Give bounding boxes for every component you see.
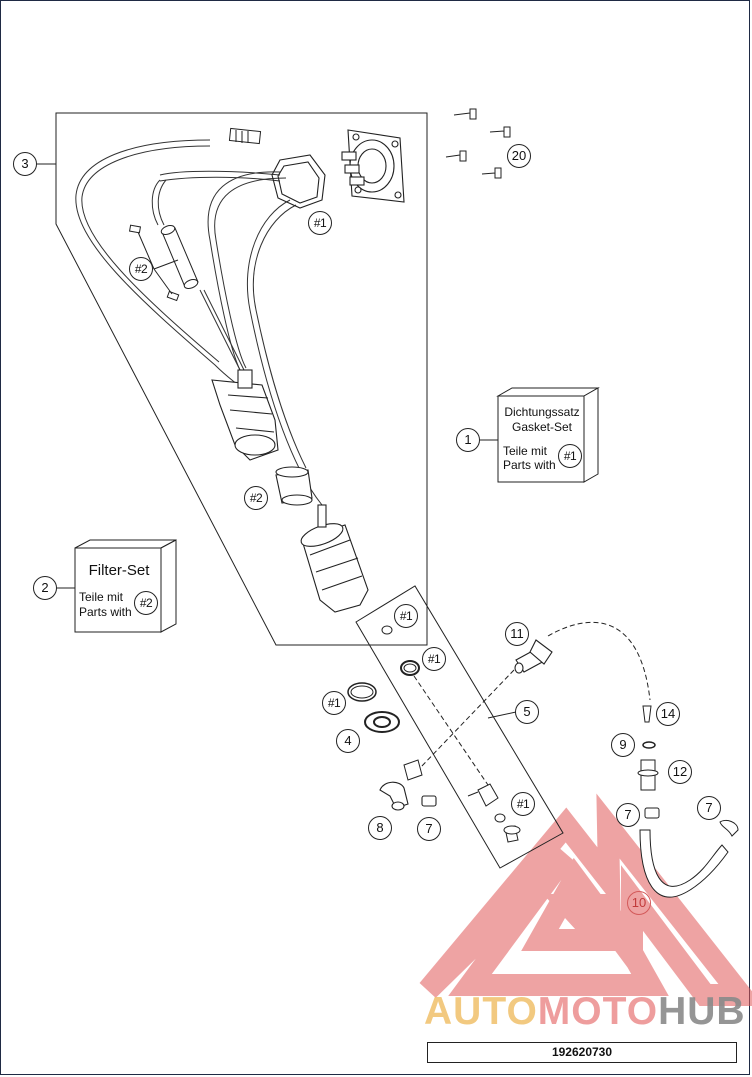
pump-assembly xyxy=(211,369,279,461)
filter-parts-en: Parts with xyxy=(79,605,132,619)
bolts xyxy=(445,108,511,179)
watermark-part3: HUB xyxy=(658,990,746,1033)
vent-parts xyxy=(637,705,739,898)
filter-box-ref: #2 xyxy=(134,591,158,615)
watermark-part1: AUTO xyxy=(424,990,538,1033)
callout-5: 5 xyxy=(515,700,539,724)
filter-parts xyxy=(128,224,199,302)
callout-7-right: 7 xyxy=(697,796,721,820)
callout-gasket-ref: #1 xyxy=(308,211,332,235)
callout-7-mid: 7 xyxy=(616,803,640,827)
fuel-pump xyxy=(300,504,369,613)
gasket-box-ref: #1 xyxy=(558,444,582,468)
callout-seal-ref-3: #1 xyxy=(322,691,346,715)
callout-2: 2 xyxy=(33,576,57,600)
callout-3: 3 xyxy=(13,152,37,176)
callout-filter-cup-ref: #2 xyxy=(244,486,268,510)
gasket-title-de: Dichtungssatz xyxy=(504,405,580,419)
vent-line xyxy=(547,621,651,701)
callout-20: 20 xyxy=(507,144,531,168)
group3-outline xyxy=(55,112,428,646)
callout-10: 10 xyxy=(627,891,651,915)
filter-parts-de: Teile mit xyxy=(79,590,124,604)
hoses xyxy=(75,139,323,506)
watermark-text: AUTOMOTOHUB xyxy=(424,992,746,1032)
callout-seal-ref-2: #1 xyxy=(422,647,446,671)
callout-seal-ref-1: #1 xyxy=(394,604,418,628)
seals xyxy=(347,682,400,733)
group5-parts xyxy=(381,625,521,843)
drawing-number: 192620730 xyxy=(427,1042,737,1063)
leader-5 xyxy=(487,711,517,719)
callout-14: 14 xyxy=(656,702,680,726)
watermark-logo xyxy=(419,793,752,1006)
quick-connector xyxy=(514,639,553,674)
tank-flange xyxy=(341,129,405,203)
callout-1: 1 xyxy=(456,428,480,452)
filter-set-box xyxy=(74,539,177,633)
gasket-title-en: Gasket-Set xyxy=(511,420,573,434)
callout-4: 4 xyxy=(336,729,360,753)
filter-title: Filter-Set xyxy=(88,562,150,579)
callout-7-left: 7 xyxy=(417,817,441,841)
filter-cup xyxy=(275,466,313,506)
callout-9: 9 xyxy=(611,733,635,757)
callout-11: 11 xyxy=(505,622,529,646)
group5-outline xyxy=(355,585,564,869)
callout-12: 12 xyxy=(668,760,692,784)
callout-seal-ref-4: #1 xyxy=(511,792,535,816)
watermark-part2: MOTO xyxy=(537,990,659,1033)
electrical-connector xyxy=(228,127,262,145)
callout-filter-ref: #2 xyxy=(129,257,153,281)
gasket-parts-de: Teile mit xyxy=(503,444,548,458)
flange-gasket xyxy=(271,154,326,209)
gasket-parts-en: Parts with xyxy=(503,458,556,472)
elbow-hose xyxy=(379,781,437,811)
callout-8: 8 xyxy=(368,816,392,840)
